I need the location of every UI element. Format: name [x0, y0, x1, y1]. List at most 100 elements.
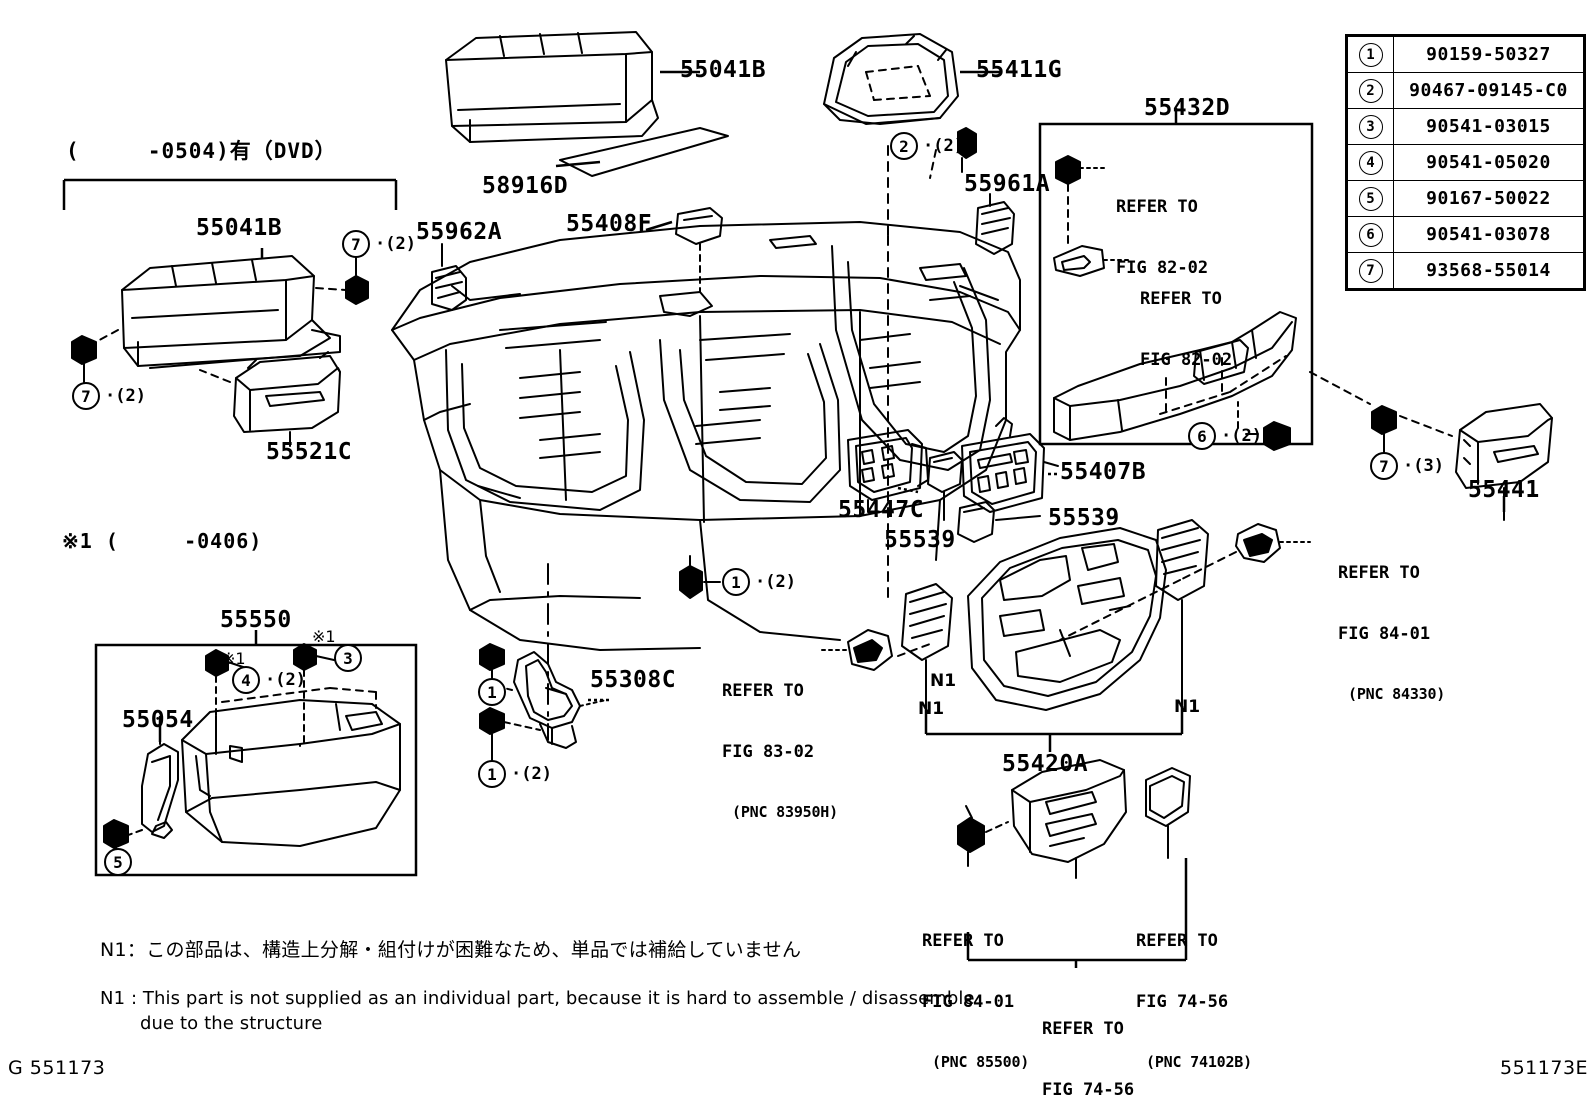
legend-row: 4 90541-05020 — [1347, 144, 1584, 181]
refer-line1: REFER TO — [722, 680, 804, 701]
callout-circle: 1 — [722, 568, 750, 596]
part-label-55521c: 55521C — [266, 439, 353, 465]
callout-1-bracket-b: 1 ·(2) — [478, 760, 552, 788]
refer-label-7456-74110: REFER TO FIG 74-56 (PNC 74110) — [1042, 978, 1149, 1099]
refer-pnc: (PNC 85500) — [932, 1053, 1030, 1072]
refer-line1: REFER TO — [1338, 562, 1420, 583]
legend-part-number: 93568-55014 — [1393, 252, 1584, 289]
refer-line2: FIG 84-01 — [1338, 623, 1431, 644]
legend-circle: 7 — [1358, 258, 1383, 283]
refer-line1: REFER TO — [1136, 930, 1218, 951]
callout-circle: 2 — [890, 132, 918, 160]
legend-table: 1 90159-50327 2 90467-09145-C0 3 90541-0… — [1345, 34, 1586, 291]
legend-circle: 1 — [1358, 42, 1383, 67]
callout-7-topleft: 7 ·(2) — [342, 230, 416, 258]
callout-2-cluster: 2 ·(2) — [890, 132, 964, 160]
legend-num-cell: 3 — [1347, 108, 1394, 145]
legend-num-cell: 1 — [1347, 36, 1394, 73]
callout-1-bracket-a: 1 — [478, 678, 511, 706]
part-label-55539-b: 55539 — [1048, 505, 1120, 531]
part-label-55441: 55441 — [1468, 477, 1540, 503]
legend-row: 1 90159-50327 — [1347, 36, 1584, 73]
refer-line2: FIG 82-02 — [1116, 257, 1209, 278]
legend-num-cell: 6 — [1347, 216, 1394, 253]
legend-circle: 2 — [1358, 78, 1383, 103]
part-label-55054: 55054 — [122, 707, 194, 733]
refer-line1: REFER TO — [1042, 1018, 1124, 1039]
refer-line2: FIG 83-02 — [722, 741, 815, 762]
part-label-55962a: 55962A — [416, 219, 503, 245]
refer-line1: REFER TO — [1140, 288, 1222, 309]
legend-row: 2 90467-09145-C0 — [1347, 72, 1584, 109]
refer-label-7456-74102b: REFER TO FIG 74-56 (PNC 74102B) — [1136, 890, 1252, 1099]
refer-label-8401-84330: REFER TO FIG 84-01 (PNC 84330) — [1338, 522, 1445, 744]
part-label-55539-a: 55539 — [884, 527, 956, 553]
n1-mark-left: N1 — [918, 699, 945, 719]
note-japanese: N1：この部品は、構造上分解・組付けが困難なため、単品では補給していません — [100, 939, 802, 961]
n1-mark-clip: N1 — [930, 671, 957, 691]
callout-qty: ·(2) — [265, 670, 306, 690]
refer-line2: FIG 74-56 — [1136, 991, 1229, 1012]
callout-qty: ·(2) — [105, 386, 146, 406]
legend-part-number: 90541-03078 — [1393, 216, 1584, 253]
legend-circle: 5 — [1358, 186, 1383, 211]
legend-rows: 1 90159-50327 2 90467-09145-C0 3 90541-0… — [1347, 36, 1584, 289]
footer-left-id: G 551173 — [8, 1057, 106, 1079]
legend-part-number: 90541-05020 — [1393, 144, 1584, 181]
part-label-55432d: 55432D — [1144, 95, 1231, 121]
refer-line1: REFER TO — [1116, 196, 1198, 217]
n1-mark-right: N1 — [1174, 697, 1201, 717]
callout-qty: ·(2) — [511, 764, 552, 784]
callout-circle: 1 — [478, 678, 506, 706]
star-mark-4: ※1 — [222, 649, 246, 668]
refer-label-8202-b: REFER TO FIG 82-02 — [1140, 248, 1232, 411]
part-label-55041b-top: 55041B — [680, 57, 767, 83]
part-label-55411g: 55411G — [976, 57, 1063, 83]
callout-circle: 3 — [334, 644, 362, 672]
callout-circle: 5 — [104, 848, 132, 876]
refer-line2: FIG 84-01 — [922, 991, 1015, 1012]
part-label-55420a: 55420A — [1002, 751, 1089, 777]
legend-num-cell: 2 — [1347, 72, 1394, 109]
callout-4-glovebox: 4 ·(2) — [232, 666, 306, 694]
refer-pnc: (PNC 74102B) — [1146, 1053, 1252, 1072]
footer-right-id: 551173E — [1500, 1057, 1589, 1079]
refer-label-8302-83950h: REFER TO FIG 83-02 (PNC 83950H) — [722, 640, 838, 862]
legend-row: 5 90167-50022 — [1347, 180, 1584, 217]
star-mark-3: ※1 — [312, 627, 336, 646]
dvd-variant-note: ( -0504)有（DVD） — [66, 139, 337, 163]
refer-line2: FIG 82-02 — [1140, 349, 1233, 370]
legend-row: 3 90541-03015 — [1347, 108, 1584, 145]
callout-circle: 1 — [478, 760, 506, 788]
refer-pnc: (PNC 83950H) — [732, 803, 838, 822]
callout-6-lowerpanel: 6 ·(2) — [1188, 422, 1262, 450]
refer-line1: REFER TO — [922, 930, 1004, 951]
callout-circle: 6 — [1188, 422, 1216, 450]
note-english-line1: N1 : This part is not supplied as an ind… — [100, 988, 975, 1009]
legend-num-cell: 5 — [1347, 180, 1394, 217]
star1-variant-note: ※1 ( -0406) — [62, 529, 263, 553]
legend-circle: 6 — [1358, 222, 1383, 247]
legend-row: 7 93568-55014 — [1347, 252, 1584, 289]
refer-label-8401-85500: REFER TO FIG 84-01 (PNC 85500) — [922, 890, 1029, 1099]
callout-qty: ·(2) — [755, 572, 796, 592]
part-label-58916d: 58916D — [482, 173, 569, 199]
legend-part-number: 90467-09145-C0 — [1393, 72, 1584, 109]
legend-num-cell: 4 — [1347, 144, 1394, 181]
legend-circle: 3 — [1358, 114, 1383, 139]
legend-part-number: 90167-50022 — [1393, 180, 1584, 217]
callout-circle: 7 — [72, 382, 100, 410]
part-label-55961a: 55961A — [964, 171, 1051, 197]
note-english-line2: due to the structure — [140, 1013, 323, 1034]
refer-pnc: (PNC 84330) — [1348, 685, 1446, 704]
callout-qty: ·(2) — [923, 136, 964, 156]
callout-qty: ·(3) — [1403, 456, 1444, 476]
callout-3-glovebox: 3 — [334, 644, 367, 672]
callout-7-bottomleft: 7 ·(2) — [72, 382, 146, 410]
legend-row: 6 90541-03078 — [1347, 216, 1584, 253]
legend-part-number: 90541-03015 — [1393, 108, 1584, 145]
callout-circle: 4 — [232, 666, 260, 694]
callout-circle: 7 — [1370, 452, 1398, 480]
callout-qty: ·(2) — [1221, 426, 1262, 446]
